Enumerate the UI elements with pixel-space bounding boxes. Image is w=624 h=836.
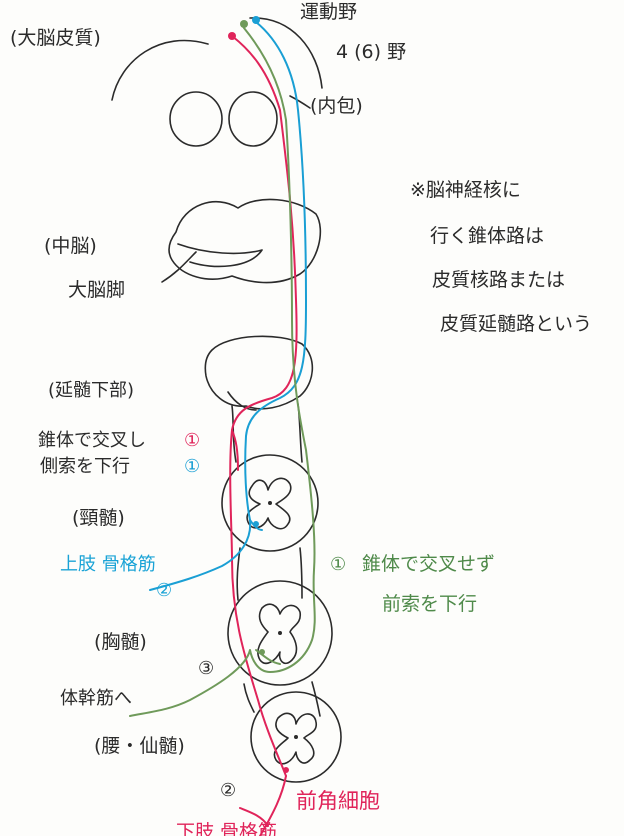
- internal-capsule-left: [169, 91, 223, 147]
- thoracic-central-canal: [278, 631, 282, 635]
- cervical-central-canal: [268, 501, 272, 505]
- cord-left-line-2: [236, 547, 241, 601]
- note-line4: 皮質延髄路という: [440, 313, 592, 335]
- label-bottom-partial: 下肢 骨格筋: [176, 821, 277, 836]
- thoracic-cord: [227, 580, 333, 686]
- label-marker-1-blue: ①: [184, 456, 200, 477]
- label-cortex: (大脳皮質): [10, 27, 101, 49]
- cord-right-line-3: [311, 681, 321, 717]
- label-marker-1-red: ①: [184, 430, 200, 451]
- green-origin-dot: [240, 20, 248, 28]
- lumbosacral-cord: [250, 691, 342, 783]
- cerebral-peduncle-inner: [177, 243, 263, 268]
- blue-upper-loop: [249, 519, 263, 531]
- red-arrow-to-bottom: [239, 807, 269, 827]
- thoracic-gray-matter: [257, 603, 302, 665]
- lumbosacral-gray-matter: [273, 712, 318, 765]
- label-no-decussation-marker: ①: [330, 554, 346, 575]
- label-anterior-horn: 前角細胞: [296, 789, 380, 813]
- label-thoracic: (胸髄): [94, 631, 147, 653]
- label-decussation-line2: 側索を下行: [40, 456, 130, 477]
- label-cerebral-peduncle: 大脳脚: [68, 279, 125, 301]
- label-area-number: 4 (6) 野: [336, 41, 406, 63]
- blue-tract: [149, 21, 307, 591]
- blue-terminal-dot: [253, 521, 259, 527]
- internal-capsule-right: [228, 91, 278, 147]
- blue-origin-dot: [252, 16, 260, 24]
- tract-lines: [129, 16, 316, 836]
- label-lower-medulla: (延髄下部): [48, 380, 134, 401]
- label-upper-limb: 上肢 骨格筋: [60, 554, 156, 575]
- label-lumbosacral: (腰・仙髄): [94, 735, 185, 757]
- red-tract: [229, 35, 298, 777]
- label-marker-3: ③: [198, 658, 214, 679]
- lumbosacral-central-canal: [294, 735, 298, 739]
- internal-capsule-pointer: [289, 95, 311, 109]
- label-cervical: (頸髄): [72, 507, 125, 529]
- red-terminal-dot: [283, 767, 289, 773]
- label-midbrain: (中脳): [44, 235, 97, 257]
- label-decussation-line1: 錐体で交叉し: [38, 430, 146, 451]
- brain-outlines: [111, 17, 342, 783]
- cortex-left-arc: [111, 39, 209, 101]
- medulla-outline: [204, 335, 314, 410]
- label-no-decussation-line2: 前索を下行: [382, 593, 477, 615]
- midbrain-outline: [168, 198, 322, 284]
- medulla-lower-curve: [227, 391, 257, 411]
- green-terminal-dot: [259, 649, 265, 655]
- label-no-decussation-line1: 錐体で交叉せず: [362, 553, 495, 575]
- cord-left-line-3: [243, 683, 255, 713]
- cortex-right-arc: [249, 17, 323, 89]
- label-marker-2-blue: ②: [156, 580, 172, 601]
- cord-right-line-2: [299, 547, 303, 599]
- label-internal-capsule: (内包): [310, 95, 363, 117]
- text-labels: (大脳皮質) 運動野 4 (6) 野 (内包) (中脳) 大脳脚 (延髄下部) …: [10, 1, 592, 836]
- red-down-arrow: [259, 775, 287, 836]
- note-line2: 行く錐体路は: [430, 225, 544, 247]
- red-origin-dot: [228, 32, 236, 40]
- label-marker-2-red: ②: [220, 780, 236, 801]
- note-line3: 皮質核路または: [432, 269, 565, 291]
- note-line1: ※脳神経核に: [410, 179, 521, 201]
- peduncle-pointer: [161, 251, 197, 283]
- label-trunk: 体幹筋へ: [60, 688, 132, 709]
- label-motor-area: 運動野: [300, 1, 357, 23]
- red-branch-cervical: [231, 429, 239, 471]
- green-tract: [129, 27, 316, 717]
- cervical-gray-matter: [246, 477, 292, 530]
- green-thoracic-loop: [255, 649, 281, 665]
- cervical-cord: [221, 454, 319, 552]
